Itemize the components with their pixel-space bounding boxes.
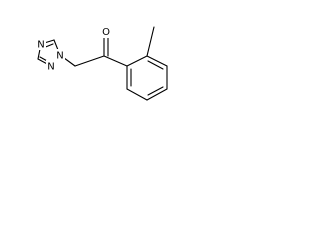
molecule-structure: N N N O [36, 26, 168, 101]
bond-ar4-ar5-inner [147, 86, 164, 96]
bond-ar2-ar3 [146, 55, 168, 67]
atom-n-ring-1: N [55, 49, 65, 62]
bond-ar4-ar5 [146, 88, 168, 101]
atom-label-n: N [47, 62, 54, 73]
atom-o-ketone: O [101, 26, 112, 38]
atom-label-n: N [37, 40, 44, 51]
atom-label-o: O [102, 27, 110, 38]
atom-n-ring-3: N [36, 38, 46, 51]
bond-carbonyl-aryl [103, 55, 128, 67]
bond-ar2-ar3-inner [147, 60, 164, 70]
benzene-ring [126, 55, 168, 101]
atom-n-ring-2: N [46, 60, 56, 73]
bond-ar1-ar2 [126, 55, 148, 67]
bond-methyl [146, 26, 155, 57]
bond-ar5-ar6 [126, 88, 148, 101]
bond-ch2-carbonyl [74, 55, 105, 67]
atom-label-n: N [56, 51, 63, 62]
